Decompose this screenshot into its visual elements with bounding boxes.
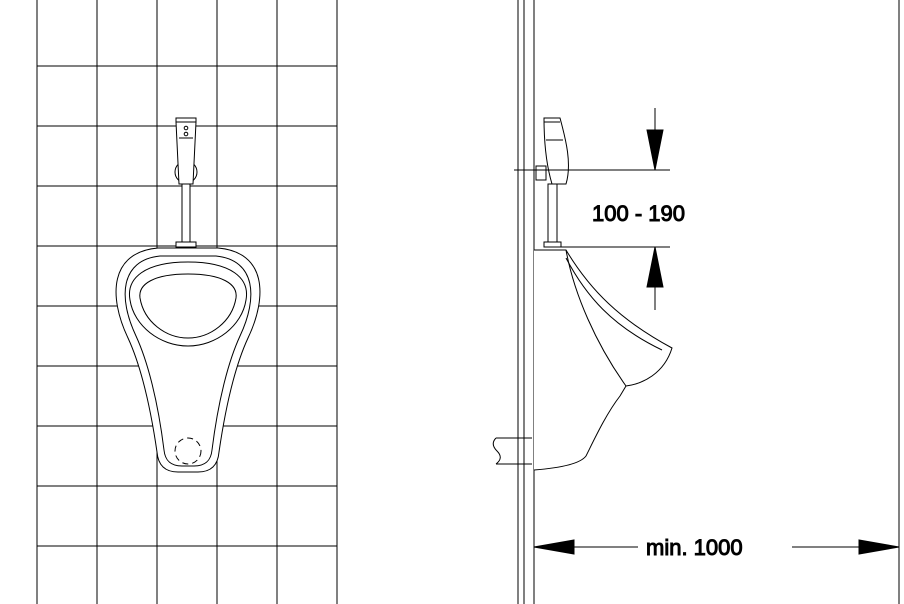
urinal-front [115, 247, 261, 473]
front-view [36, 0, 338, 604]
wall-section [517, 0, 535, 604]
clearance-dimension [533, 539, 900, 555]
flush-pipe [181, 183, 191, 245]
sensor-icon [183, 125, 189, 131]
height-dimension [514, 108, 670, 310]
drain-outlet [174, 437, 202, 465]
flush-valve-front [174, 117, 198, 248]
urinal-side-profile [533, 249, 673, 471]
flush-valve-side [535, 117, 569, 248]
clearance-dimension-label: min. 1000 [646, 535, 743, 560]
height-dimension-label: 100 - 190 [592, 201, 685, 226]
drain-pipe [492, 437, 532, 465]
side-view: 100 - 190 min. 1000 [492, 0, 900, 604]
